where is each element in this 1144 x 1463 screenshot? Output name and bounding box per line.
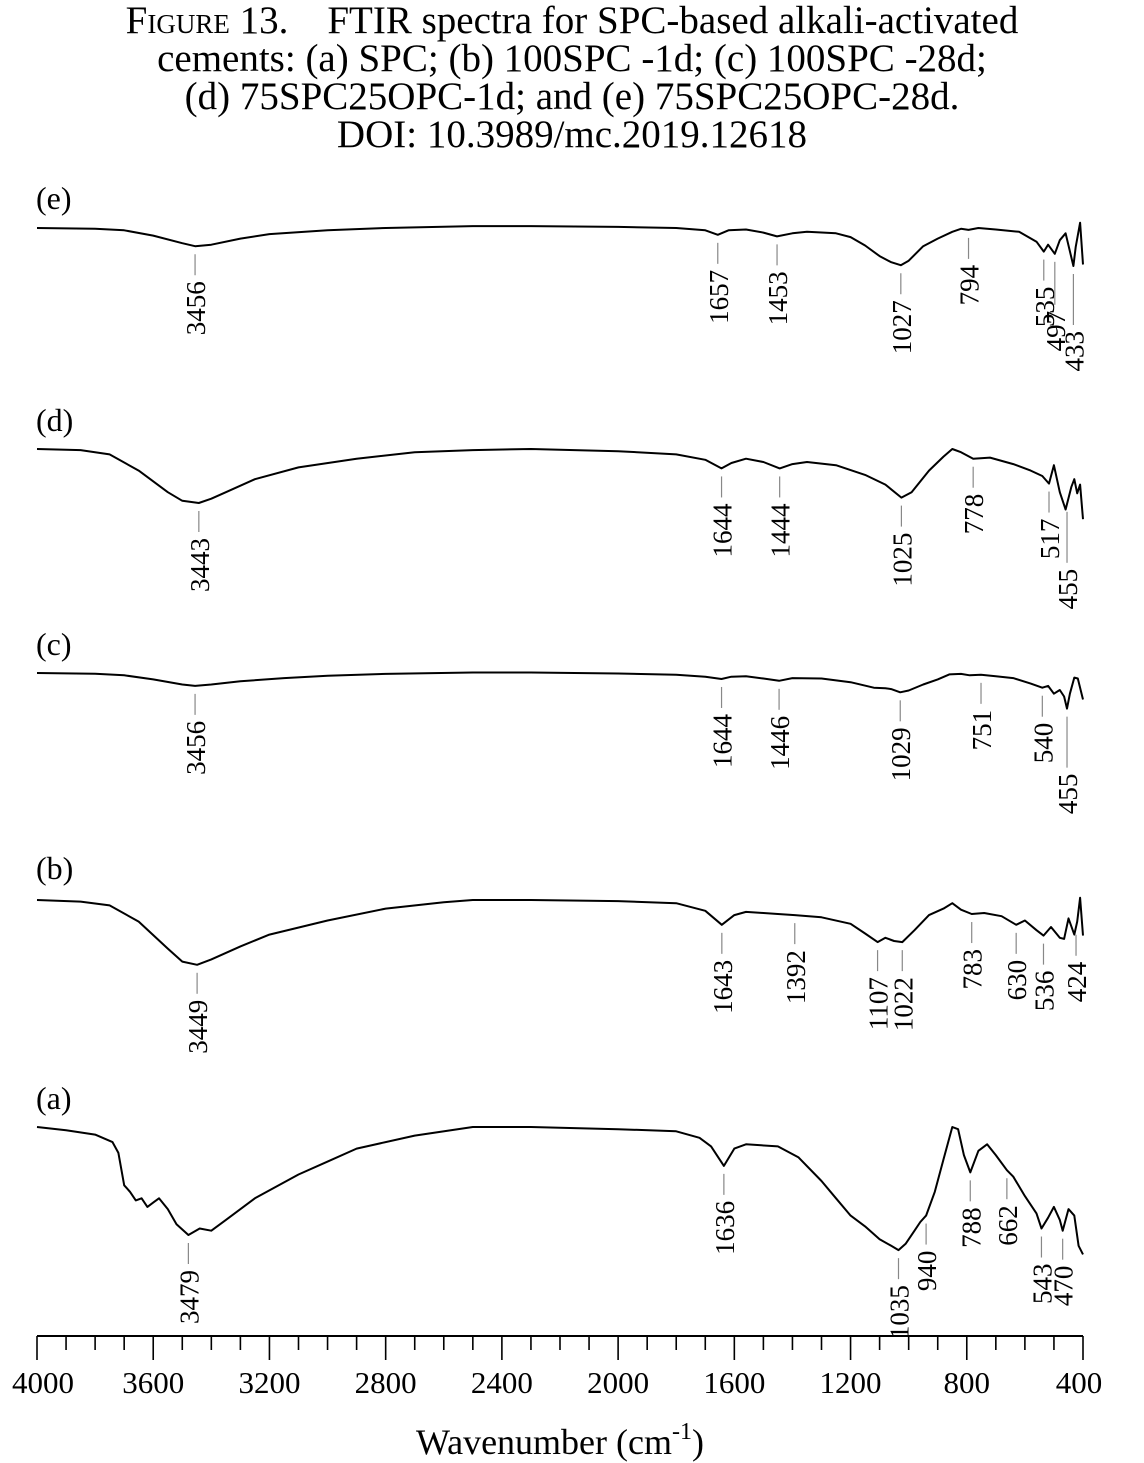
peak-label: 540 bbox=[1028, 723, 1058, 764]
peak-label: 940 bbox=[912, 1251, 942, 1292]
peak-label: 497 bbox=[1041, 311, 1071, 352]
spectrum-line bbox=[36, 671, 1084, 710]
x-axis-ticks: 4000 3600 3200 2800 2400 2000 1600 1200 800 400 bbox=[12, 1336, 1102, 1400]
x-tick-label: 1200 bbox=[820, 1365, 882, 1400]
caption-line-1: Figure 13. FTIR spectra for SPC-based al… bbox=[0, 0, 1144, 42]
peak-label: 1392 bbox=[781, 950, 811, 1004]
peak-label: 1644 bbox=[708, 713, 738, 768]
peak-label: 662 bbox=[993, 1205, 1023, 1246]
peak-label: 3456 bbox=[181, 281, 211, 335]
peak-label: 1022 bbox=[888, 977, 918, 1031]
x-tick-label: 2000 bbox=[587, 1365, 649, 1400]
peak-label: 536 bbox=[1029, 971, 1059, 1012]
peak-label: 3443 bbox=[185, 538, 215, 592]
peak-label: 1025 bbox=[887, 533, 917, 587]
x-axis: 4000 3600 3200 2800 2400 2000 1600 1200 800 400 W… bbox=[12, 1335, 1102, 1462]
peak-label: 778 bbox=[959, 494, 989, 534]
peak-label: 794 bbox=[955, 264, 985, 305]
peak-label: 3479 bbox=[174, 1270, 204, 1324]
x-tick-label: 2800 bbox=[355, 1365, 417, 1400]
x-axis-label: Wavenumber (cm-1) bbox=[416, 1419, 704, 1462]
spectrum-line bbox=[36, 221, 1084, 267]
caption-line-2: cements: (a) SPC; (b) 100SPC -1d; (c) 10… bbox=[157, 37, 987, 80]
x-tick-label: 1600 bbox=[703, 1365, 765, 1400]
peak-label: 1644 bbox=[708, 503, 738, 558]
peak-label: 455 bbox=[1053, 569, 1083, 610]
x-tick-label: 3200 bbox=[238, 1365, 300, 1400]
peak-label: 788 bbox=[956, 1207, 986, 1248]
figure-caption: Figure 13. FTIR spectra for SPC-based al… bbox=[0, 0, 1144, 156]
peak-label: 1035 bbox=[884, 1285, 914, 1339]
peak-label: 433 bbox=[1059, 331, 1089, 372]
x-tick-label: 4000 bbox=[12, 1365, 74, 1400]
peak-label: 630 bbox=[1002, 960, 1032, 1001]
peak-label: 1444 bbox=[766, 503, 796, 558]
spectrum-label: (a) bbox=[36, 1080, 72, 1116]
peak-label: 1446 bbox=[765, 716, 795, 770]
peak-label: 751 bbox=[967, 710, 997, 751]
x-axis-label-main: Wavenumber (cm bbox=[416, 1422, 672, 1462]
peak-label: 1657 bbox=[704, 270, 734, 324]
caption-doi: DOI: 10.3989/mc.2019.12618 bbox=[336, 113, 808, 156]
x-axis-label-close: ) bbox=[692, 1422, 704, 1462]
spectrum-label: (d) bbox=[36, 402, 73, 438]
x-tick-label: 400 bbox=[1056, 1365, 1103, 1400]
peak-label: 455 bbox=[1053, 774, 1083, 815]
peak-label: 1453 bbox=[763, 271, 793, 325]
peak-label: 1107 bbox=[864, 977, 894, 1030]
x-axis-label-superscript: -1 bbox=[672, 1419, 692, 1445]
spectrum-line bbox=[36, 896, 1084, 966]
peak-label: 424 bbox=[1062, 961, 1092, 1002]
spectrum-label: (e) bbox=[36, 180, 72, 216]
figure-number: Figure 13. bbox=[125, 0, 289, 42]
peak-label: 3449 bbox=[183, 1000, 213, 1054]
peak-label: 783 bbox=[958, 949, 988, 990]
peak-label: 1027 bbox=[887, 300, 917, 354]
peak-label: 517 bbox=[1035, 519, 1065, 560]
x-tick-label: 800 bbox=[944, 1365, 991, 1400]
peak-label: 1029 bbox=[886, 727, 916, 781]
peak-label: 543 bbox=[1027, 1264, 1057, 1305]
spectrum-d: (d) 3443 1644 1444 1025 778 517 455 bbox=[36, 402, 1084, 610]
spectrum-label: (c) bbox=[36, 626, 72, 662]
spectrum-c: (c) 3456 1644 1446 1029 751 540 455 bbox=[36, 626, 1084, 815]
caption-line-3: (d) 75SPC25OPC-1d; and (e) 75SPC25OPC-28… bbox=[184, 75, 960, 118]
peak-label: 1643 bbox=[708, 960, 738, 1014]
x-tick-label: 2400 bbox=[471, 1365, 533, 1400]
peak-label: 470 bbox=[1049, 1266, 1079, 1307]
peak-label: 3456 bbox=[181, 721, 211, 775]
spectrum-line bbox=[36, 448, 1084, 520]
spectrum-line bbox=[36, 1126, 1084, 1255]
caption-title: FTIR spectra for SPC-based alkali-activa… bbox=[327, 0, 1019, 42]
spectrum-label: (b) bbox=[36, 850, 73, 886]
peak-label: 1636 bbox=[710, 1201, 740, 1255]
x-tick-label: 3600 bbox=[122, 1365, 184, 1400]
